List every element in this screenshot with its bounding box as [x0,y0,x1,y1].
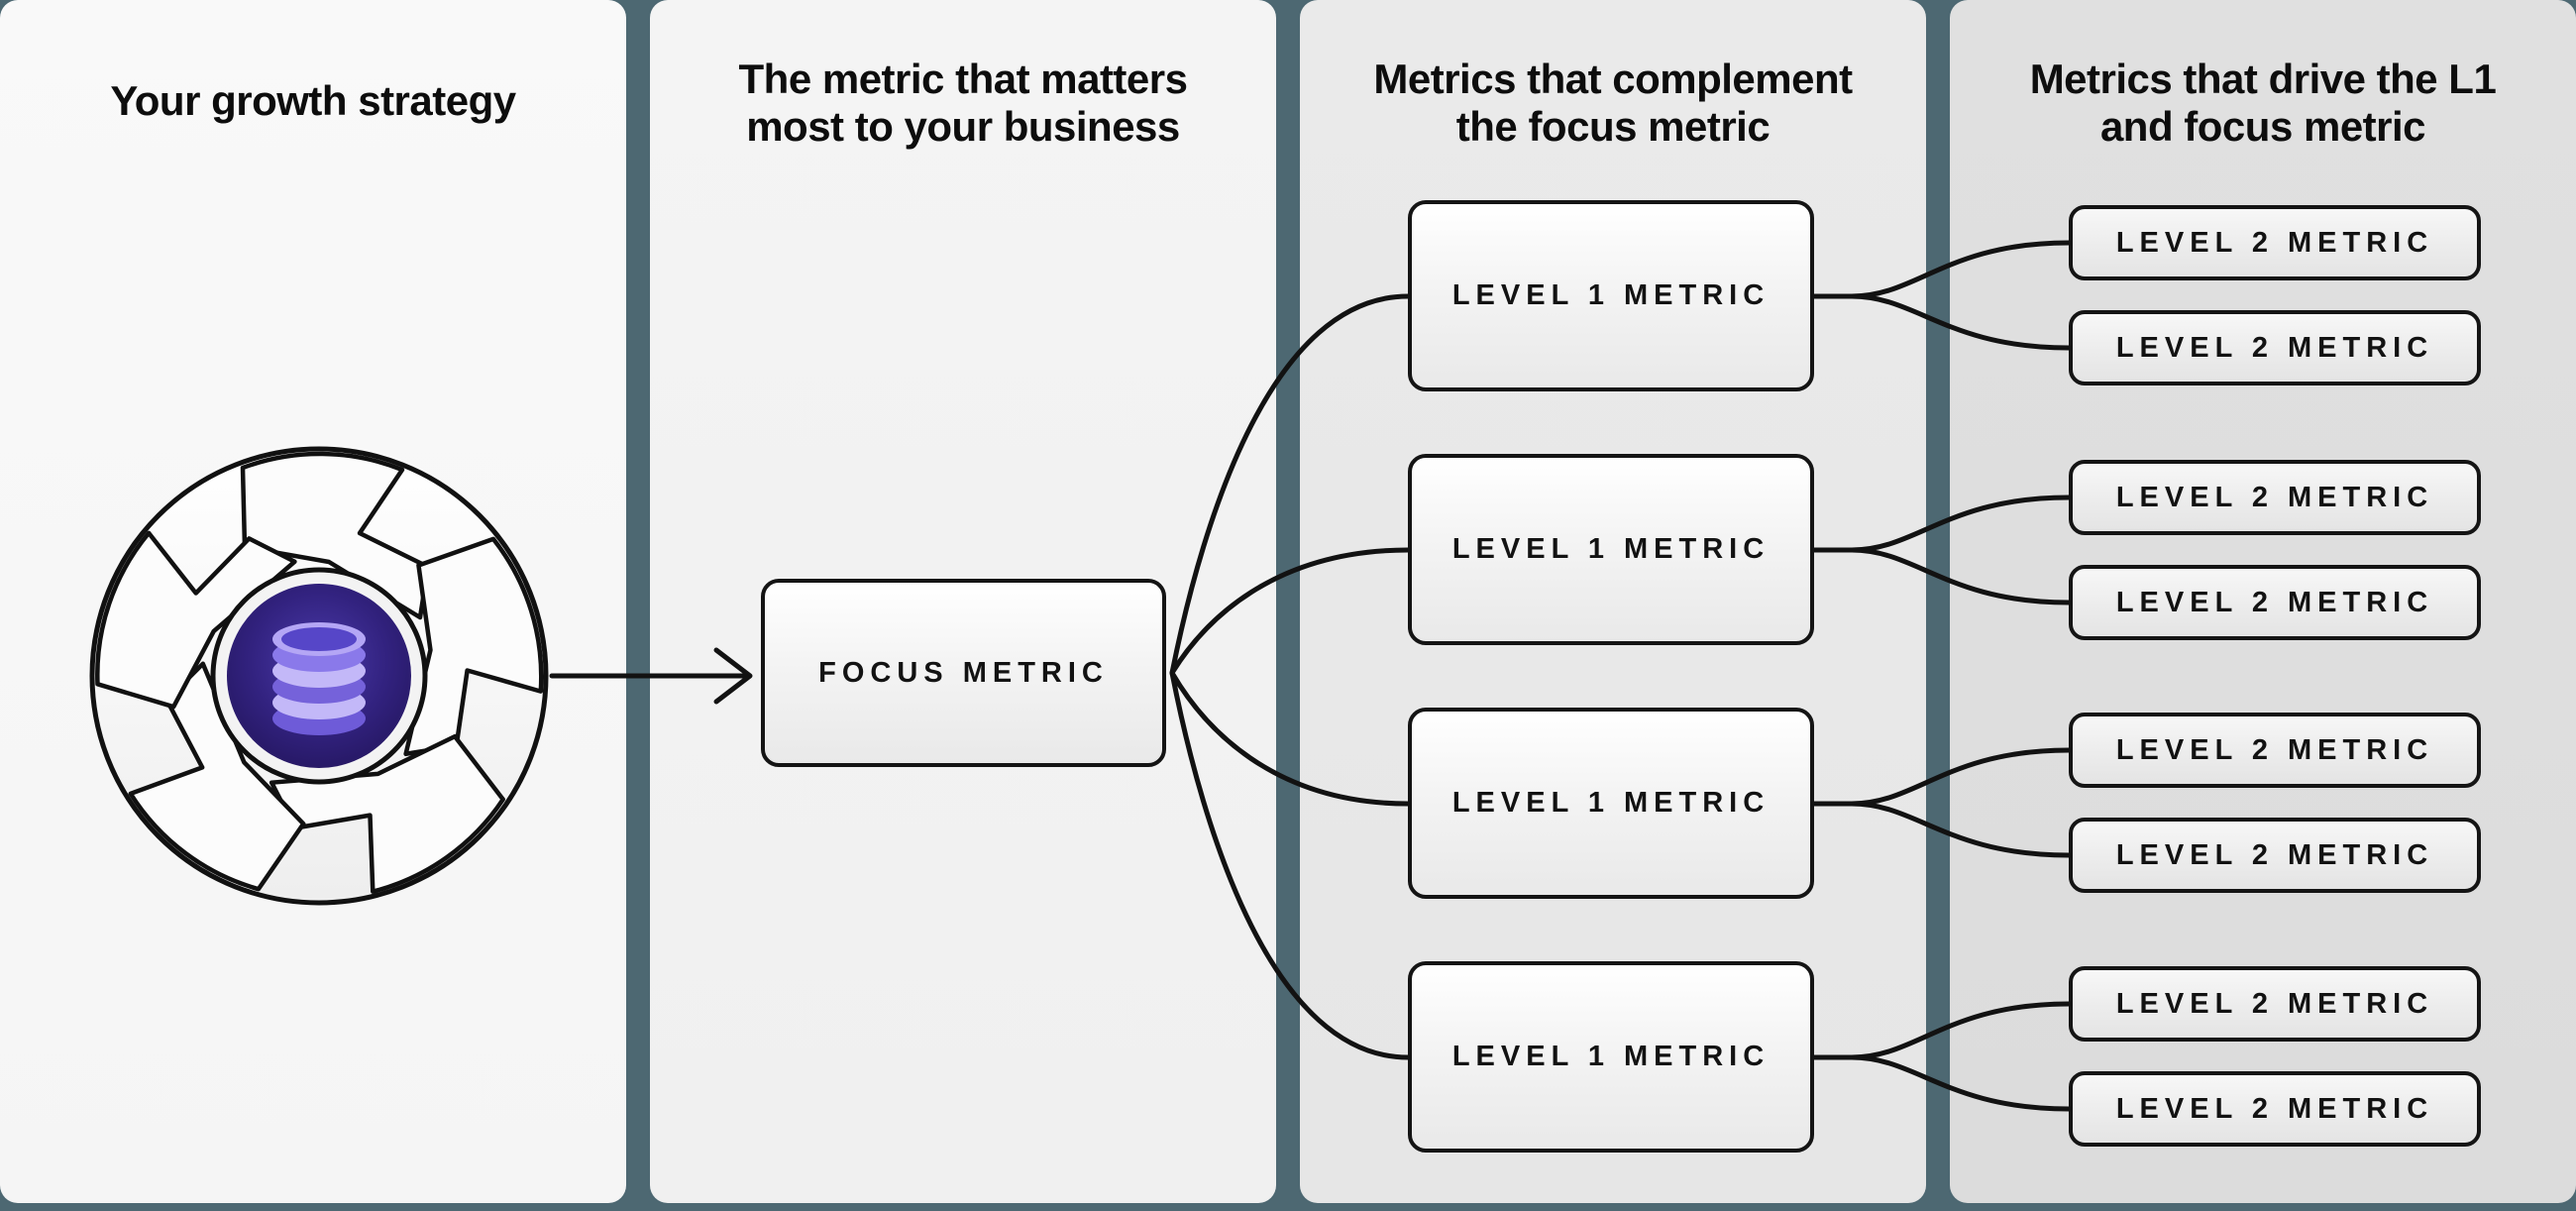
level2-metric-label: LEVEL 2 METRIC [2115,838,2434,871]
panel-title-level1-metrics: Metrics that complement the focus metric [1300,55,1926,151]
level1-metric-label: LEVEL 1 METRIC [1451,1041,1771,1072]
title-line: most to your business [746,102,1180,150]
level2-metric-label: LEVEL 2 METRIC [2115,733,2434,766]
level2-metric-box: LEVEL 2 METRIC [2069,966,2481,1042]
level1-metric-box: LEVEL 1 METRIC [1408,200,1814,391]
level1-metric-label: LEVEL 1 METRIC [1451,787,1771,819]
level2-metric-box: LEVEL 2 METRIC [2069,205,2481,280]
flywheel-blades [95,451,544,894]
level1-metric-box: LEVEL 1 METRIC [1408,454,1814,645]
level2-metric-label: LEVEL 2 METRIC [2115,987,2434,1020]
level2-metric-box: LEVEL 2 METRIC [2069,310,2481,385]
level2-metric-box: LEVEL 2 METRIC [2069,713,2481,788]
focus-metric-label: FOCUS METRIC [818,656,1109,689]
level1-metric-box: LEVEL 1 METRIC [1408,708,1814,899]
title-line: the focus metric [1455,102,1771,150]
title-line: Metrics that complement [1373,55,1853,102]
level1-metric-label: LEVEL 1 METRIC [1451,279,1771,311]
title-line: Your growth strategy [110,77,516,124]
panel-title-growth-strategy: Your growth strategy [0,77,626,125]
level2-metric-box: LEVEL 2 METRIC [2069,1071,2481,1147]
level1-metric-box: LEVEL 1 METRIC [1408,961,1814,1153]
level1-metric-label: LEVEL 1 METRIC [1451,533,1771,565]
growth-flywheel-icon [89,446,549,906]
level2-metric-label: LEVEL 2 METRIC [2115,586,2434,618]
focus-metric-box: FOCUS METRIC [761,579,1166,767]
title-line: The metric that matters [738,55,1188,102]
level2-metric-box: LEVEL 2 METRIC [2069,460,2481,535]
level2-metric-label: LEVEL 2 METRIC [2115,481,2434,513]
level2-metric-box: LEVEL 2 METRIC [2069,818,2481,893]
level2-metric-label: LEVEL 2 METRIC [2115,331,2434,364]
title-line: and focus metric [2099,102,2426,150]
level2-metric-label: LEVEL 2 METRIC [2115,1092,2434,1125]
panel-title-focus-metric: The metric that matters most to your bus… [650,55,1276,151]
level2-metric-box: LEVEL 2 METRIC [2069,565,2481,640]
database-icon [272,622,366,735]
title-line: Metrics that drive the L1 [2029,55,2497,102]
panel-title-level2-metrics: Metrics that drive the L1 and focus metr… [1950,55,2576,151]
level2-metric-label: LEVEL 2 METRIC [2115,226,2434,259]
